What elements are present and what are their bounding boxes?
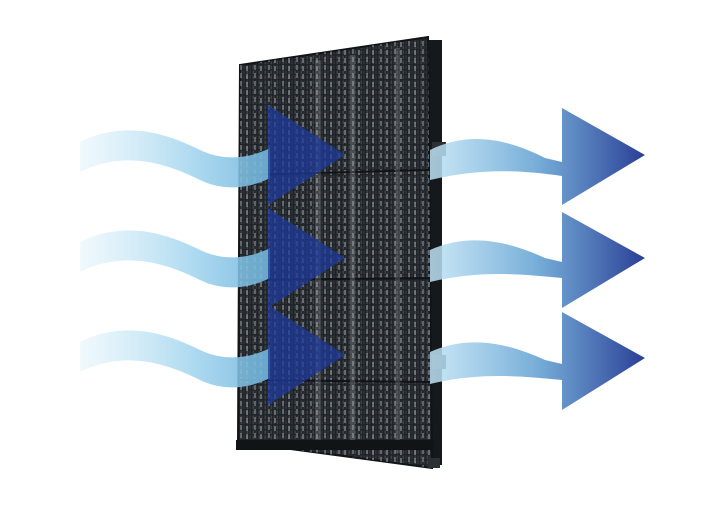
airflow-head-left-1	[268, 105, 345, 205]
airflow-right	[430, 108, 645, 410]
airflow-arrow-icon	[430, 212, 645, 308]
airflow-arrow-icon	[430, 108, 645, 205]
airflow-wave-left-3	[80, 330, 270, 388]
airflow-wave-left-1	[80, 130, 270, 188]
airflow-head-left-3	[268, 305, 345, 405]
airflow-left	[80, 105, 345, 405]
airflow-arrow-icon	[430, 312, 645, 410]
airflow-wave-left-2	[80, 230, 270, 288]
airflow-head-left-2	[268, 208, 345, 308]
